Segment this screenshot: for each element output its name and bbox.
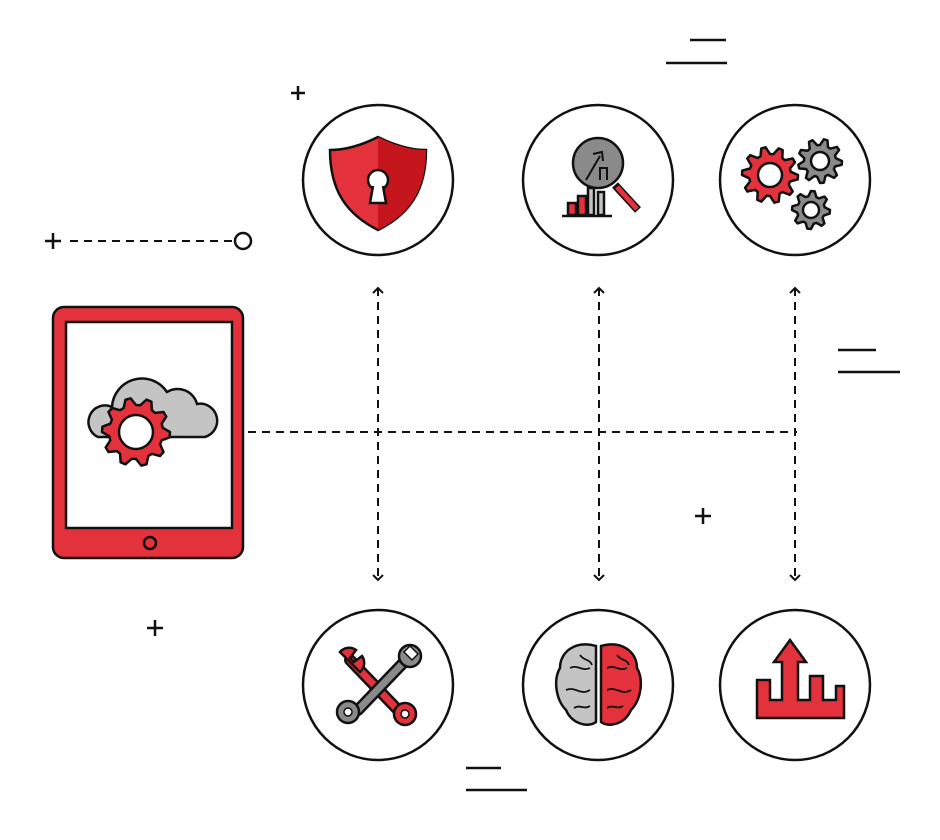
gear-icon <box>100 397 172 467</box>
analytics-magnifier-icon <box>562 136 641 218</box>
line-pair <box>666 38 727 65</box>
plus-icon <box>147 620 163 636</box>
plus-icon <box>45 233 61 249</box>
gears-icon <box>740 138 844 231</box>
plus-icon <box>695 508 711 524</box>
plus-icon <box>291 86 305 100</box>
decorations <box>45 38 900 792</box>
gear-hole <box>117 413 155 451</box>
line-pair <box>466 766 527 792</box>
bar-chart-up-icon <box>755 637 846 720</box>
circle-icon <box>233 231 253 251</box>
node-brain <box>521 608 675 762</box>
gear-hole <box>801 200 821 220</box>
line-pair <box>838 348 900 374</box>
brain-icon <box>554 643 643 726</box>
gear-hole <box>756 161 784 189</box>
connectors <box>248 286 801 582</box>
gear-hole <box>809 150 831 172</box>
shield-lock-icon <box>328 135 428 232</box>
wrench-tools-icon <box>335 643 423 727</box>
tablet-cloud-gear-icon <box>51 305 245 560</box>
